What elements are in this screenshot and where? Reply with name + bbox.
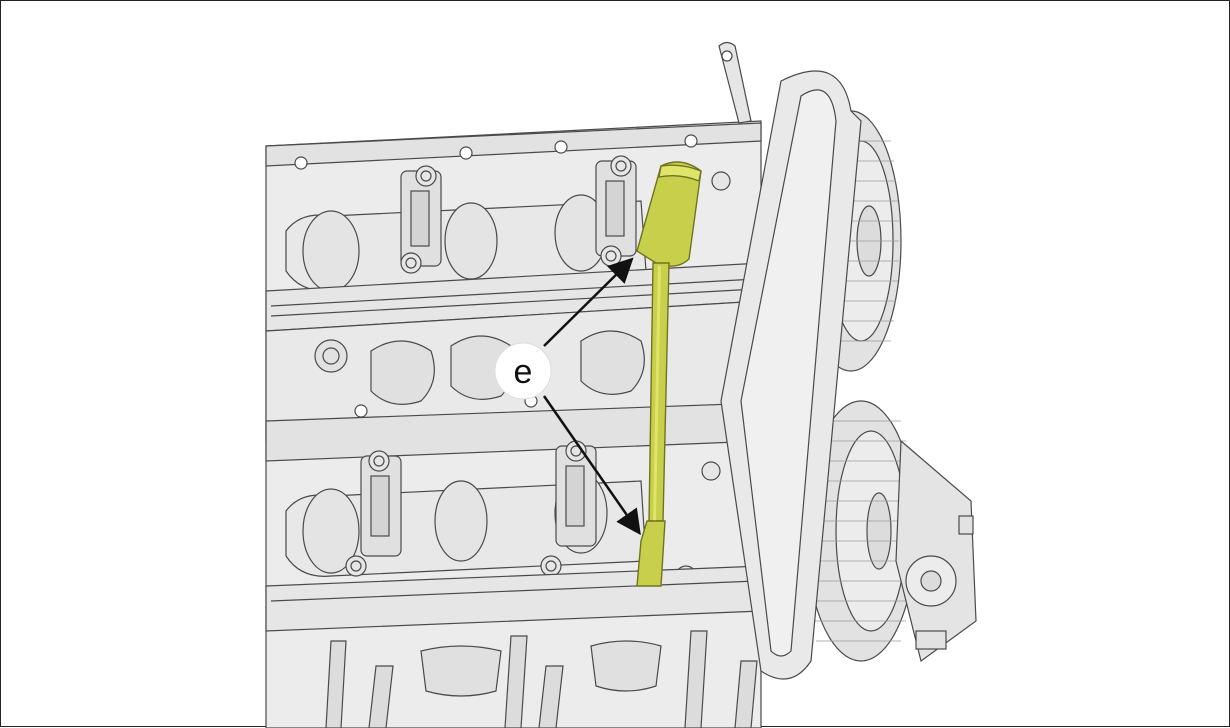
callout-arrows bbox=[542, 257, 641, 536]
timing-belt-assembly bbox=[720, 70, 977, 680]
timing-tool bbox=[636, 161, 702, 587]
arrow-to-blade bbox=[542, 395, 641, 536]
arrow-to-handle bbox=[543, 257, 634, 347]
callout-letter: e bbox=[514, 353, 533, 391]
callout-label-e: e bbox=[494, 342, 552, 400]
cylinder-head bbox=[265, 120, 762, 728]
dipstick-handle bbox=[718, 41, 752, 124]
